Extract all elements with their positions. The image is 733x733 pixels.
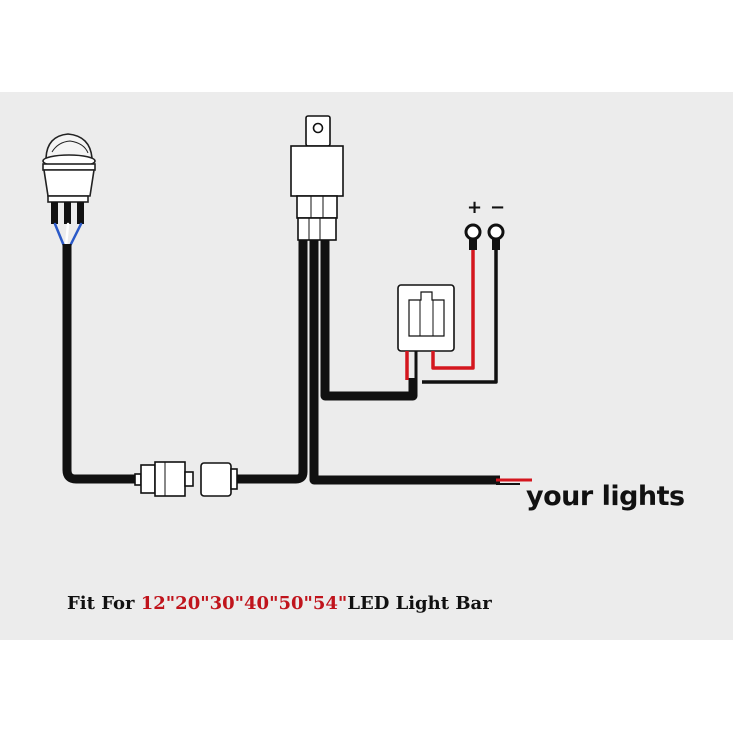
fuse-holder — [397, 284, 455, 352]
negative-terminal-label: − — [490, 197, 506, 218]
harness-wires — [62, 238, 500, 485]
inline-connector — [134, 461, 238, 497]
positive-terminal-label: + — [467, 197, 483, 218]
caption-prefix: Fit For — [67, 593, 141, 614]
rocker-switch — [42, 133, 96, 224]
ring-terminal-negative — [487, 223, 505, 250]
your-lights-label: your lights — [526, 481, 685, 512]
caption: Fit For 12"20"30"40"50"54"LED Light Bar — [67, 593, 492, 614]
relay — [290, 115, 344, 241]
diagram-background — [0, 92, 733, 640]
caption-suffix: LED Light Bar — [347, 593, 492, 614]
ring-terminal-positive — [464, 223, 482, 250]
power-leads — [405, 248, 498, 384]
switch-leads — [53, 222, 83, 248]
caption-sizes: 12"20"30"40"50"54" — [140, 593, 348, 614]
